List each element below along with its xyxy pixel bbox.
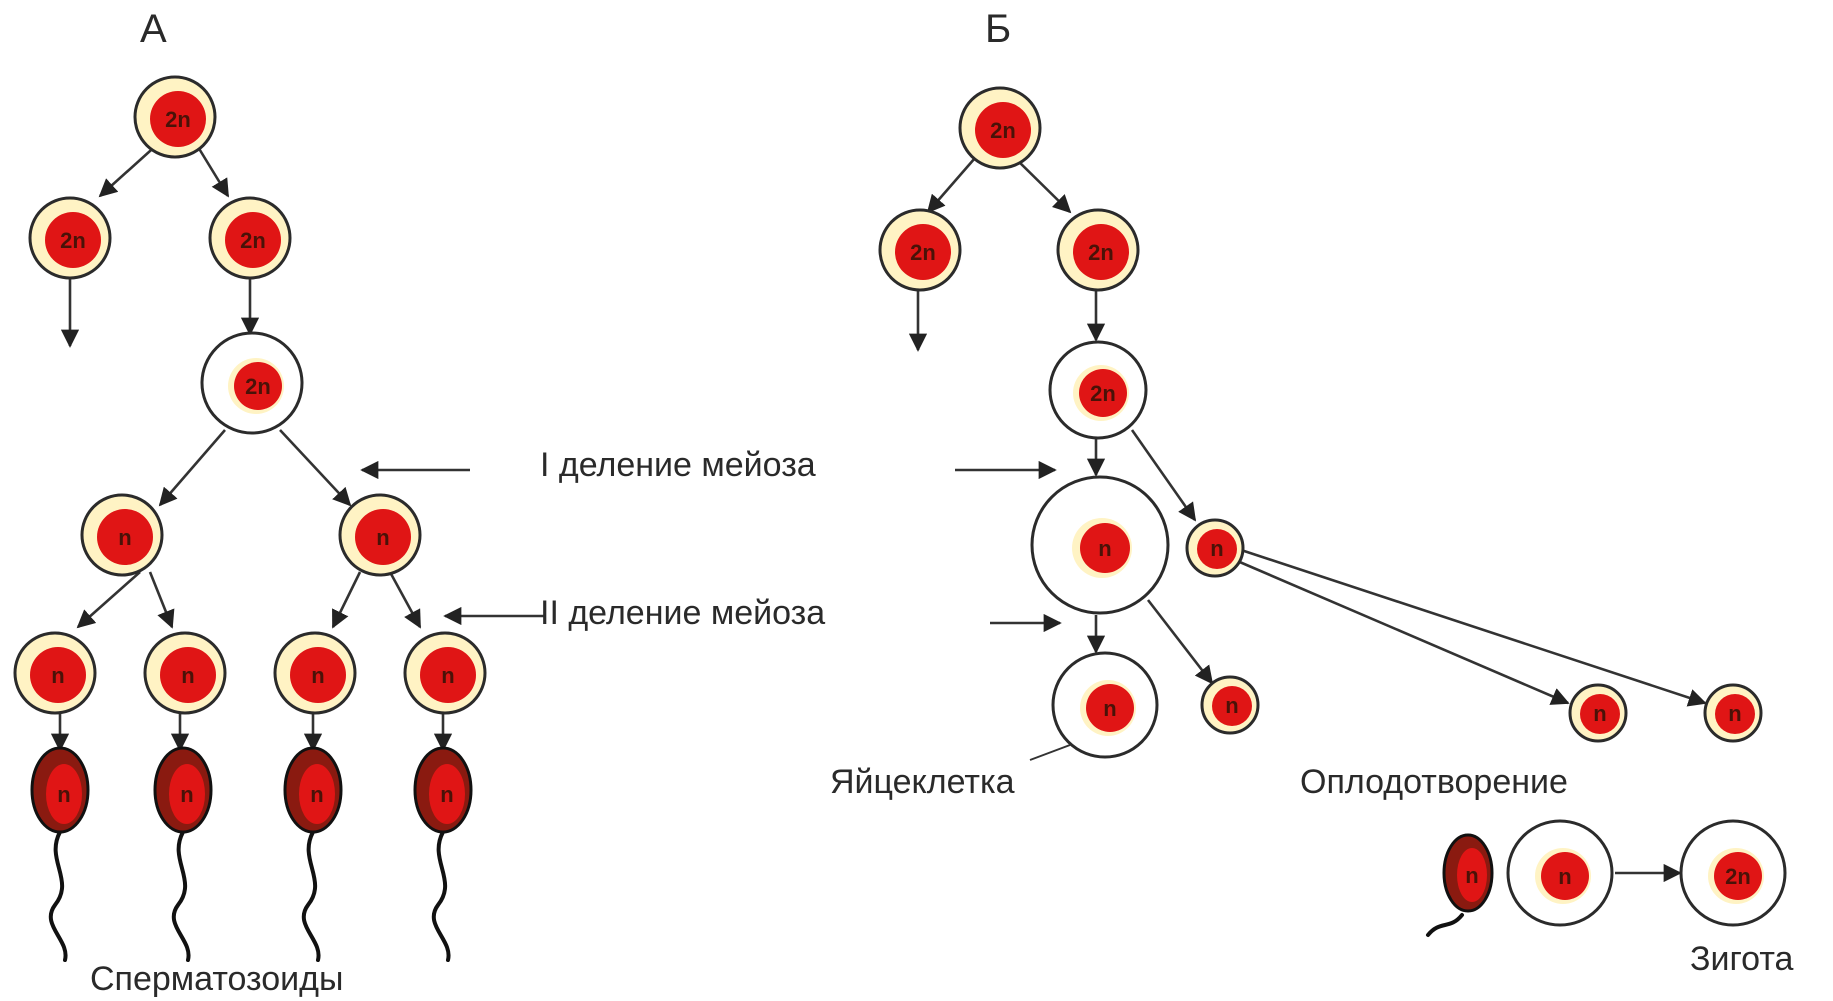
ploidy-label: n [1103, 696, 1116, 721]
ploidy-label: 2n [60, 228, 86, 253]
cell-b-egg: n [1051, 651, 1159, 759]
ploidy-label: n [440, 782, 453, 807]
cell-b-polar-body-4: n [1703, 683, 1763, 743]
zygote-cell: 2n [1679, 819, 1787, 927]
ploidy-label: n [1098, 536, 1111, 561]
ploidy-label: 2n [245, 374, 271, 399]
cell-a-spermatid-2: n [143, 631, 227, 715]
cell-a-spermatid-1: n [13, 631, 97, 715]
ploidy-label: 2n [1090, 381, 1116, 406]
egg-pointer-line [1029, 744, 1071, 761]
ploidy-label: n [1728, 701, 1741, 726]
cell-a-left-2n: 2n [28, 196, 112, 280]
ploidy-label: n [118, 525, 131, 550]
cell-a-secondary-left: n [80, 493, 164, 577]
cell-b-polar-body-2: n [1200, 675, 1260, 735]
ploidy-label: 2n [1725, 864, 1751, 889]
sperm-1: n [30, 746, 90, 962]
ploidy-label: n [57, 782, 70, 807]
cell-b-oocyte-2n: 2n [1048, 340, 1148, 440]
fertilization-caption: Оплодотворение [1300, 763, 1568, 801]
ploidy-label: n [181, 663, 194, 688]
ploidy-label: n [1465, 863, 1478, 888]
oogenesis-tree: 2n 2n 2n 2n n n [830, 86, 1763, 801]
fertilized-egg: n [1506, 819, 1614, 927]
sperm-2: n [153, 746, 213, 962]
cell-a-spermatid-3: n [273, 631, 357, 715]
ploidy-label: 2n [910, 240, 936, 265]
cell-a-secondary-right: n [338, 493, 422, 577]
zygote-caption: Зигота [1690, 940, 1794, 978]
cell-b-gonium: 2n [958, 86, 1042, 170]
egg-caption: Яйцеклетка [830, 763, 1015, 801]
meiosis-2-label: II деление мейоза [540, 594, 825, 632]
meiosis-1-label: I деление мейоза [540, 446, 816, 484]
ploidy-label: n [1593, 701, 1606, 726]
meiosis-labels: I деление мейоза II деление мейоза [360, 446, 1062, 633]
cell-a-right-2n: 2n [208, 196, 292, 280]
cell-a-gonium: 2n [133, 75, 217, 159]
ploidy-label: 2n [165, 107, 191, 132]
sperm-4: n [413, 746, 473, 962]
ploidy-label: 2n [1088, 240, 1114, 265]
cell-b-left-2n: 2n [878, 208, 962, 292]
ploidy-label: n [180, 782, 193, 807]
ploidy-label: n [311, 663, 324, 688]
ploidy-label: 2n [240, 228, 266, 253]
spermatogenesis-tree: 2n 2n 2n 2n n n [13, 75, 487, 998]
cell-b-polar-body-3: n [1568, 683, 1628, 743]
section-a-label: А [140, 7, 167, 51]
section-b-label: Б [985, 7, 1011, 51]
cell-a-primary-2n: 2n [200, 331, 304, 435]
ploidy-label: 2n [990, 118, 1016, 143]
ploidy-label: n [1558, 864, 1571, 889]
ploidy-label: n [1225, 693, 1238, 718]
cell-b-right-2n: 2n [1056, 208, 1140, 292]
sperm-caption: Сперматозоиды [90, 960, 343, 998]
ploidy-label: n [441, 663, 454, 688]
ploidy-label: n [376, 525, 389, 550]
sperm-3: n [283, 746, 343, 962]
cell-b-polar-body-1: n [1185, 518, 1245, 578]
cell-b-secondary-oocyte: n [1030, 475, 1170, 615]
ploidy-label: n [310, 782, 323, 807]
ploidy-label: n [1210, 536, 1223, 561]
fertilization-group: n n 2n Зигота [1426, 819, 1794, 978]
cell-a-spermatid-4: n [403, 631, 487, 715]
ploidy-label: n [51, 663, 64, 688]
